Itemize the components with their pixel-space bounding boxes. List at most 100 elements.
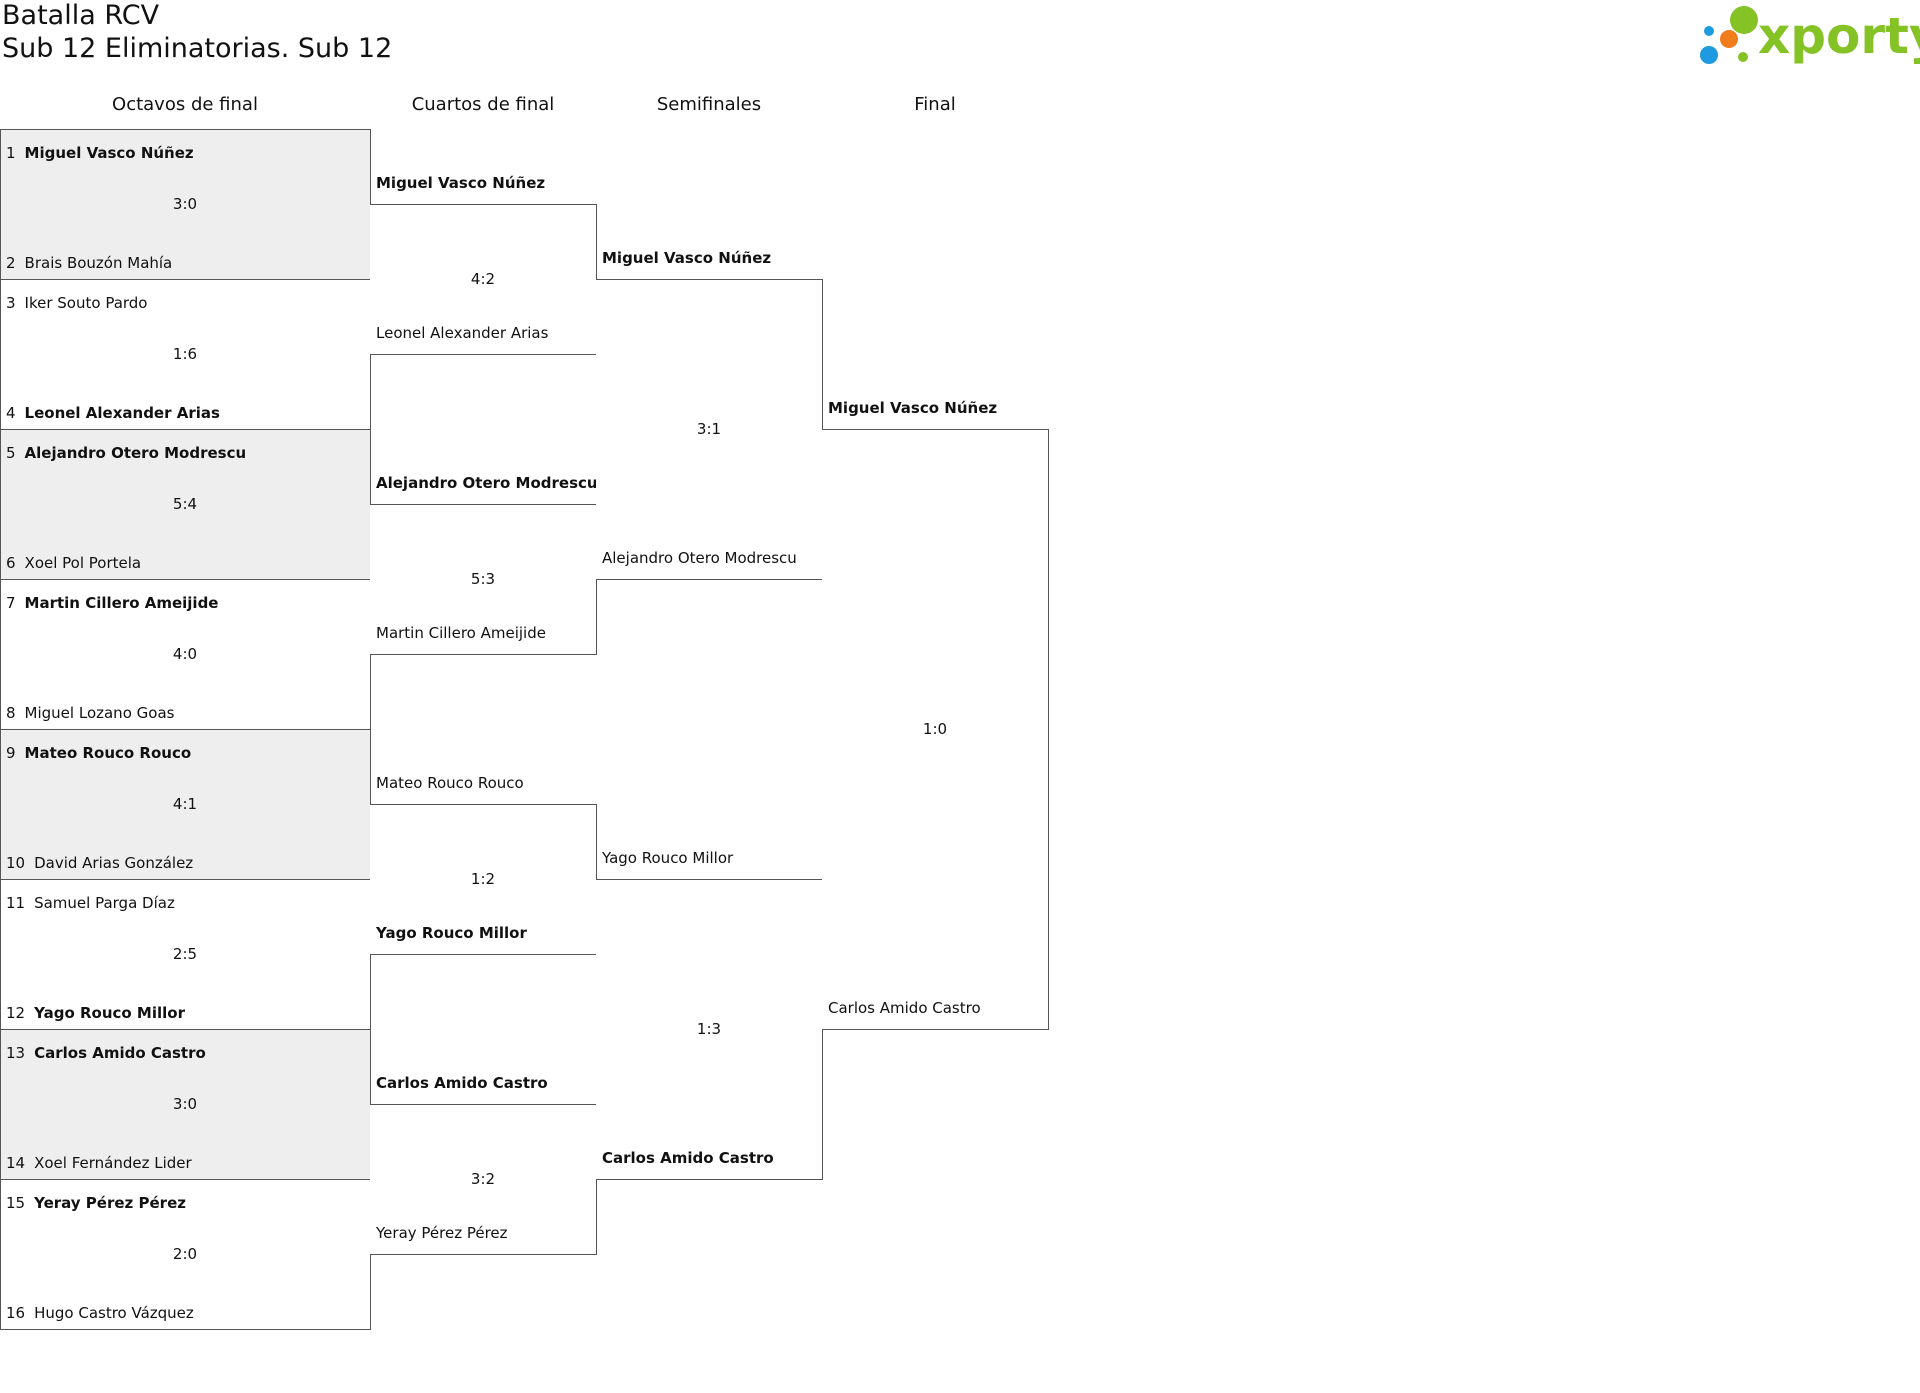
seed-number: 5 bbox=[6, 444, 16, 462]
seed-number: 14 bbox=[6, 1154, 26, 1172]
player-entry[interactable]: 2 Brais Bouzón Mahía bbox=[6, 254, 172, 272]
player-entry[interactable]: 6 Xoel Pol Portela bbox=[6, 554, 141, 572]
player-entry[interactable]: 15 Yeray Pérez Pérez bbox=[6, 1194, 186, 1212]
match-score: 4:1 bbox=[172, 795, 198, 813]
match-score: 3:1 bbox=[696, 420, 722, 438]
player-name: David Arias González bbox=[34, 854, 194, 872]
round-header-octavos: Octavos de final bbox=[112, 94, 258, 115]
player-name: Hugo Castro Vázquez bbox=[34, 1304, 194, 1322]
player-entry[interactable]: 10 David Arias González bbox=[6, 854, 193, 872]
seed-number: 8 bbox=[6, 704, 16, 722]
player-name: Xoel Fernández Lider bbox=[34, 1154, 192, 1172]
match-octavos-4 bbox=[0, 579, 371, 730]
match-score: 5:4 bbox=[172, 495, 198, 513]
player-name: Brais Bouzón Mahía bbox=[24, 254, 173, 272]
match-score: 1:3 bbox=[696, 1020, 722, 1038]
player-name: Alejandro Otero Modrescu bbox=[24, 444, 247, 462]
seed-number: 11 bbox=[6, 894, 26, 912]
seed-number: 15 bbox=[6, 1194, 26, 1212]
player-name[interactable]: Martin Cillero Ameijide bbox=[376, 624, 546, 642]
seed-number: 2 bbox=[6, 254, 16, 272]
seed-number: 6 bbox=[6, 554, 16, 572]
xporty-logo: xporty bbox=[1694, 2, 1920, 72]
tournament-title: Batalla RCV bbox=[2, 0, 160, 31]
round-header-semifinales: Semifinales bbox=[656, 94, 762, 115]
logo-dot-blue-small bbox=[1704, 26, 1714, 36]
player-name[interactable]: Alejandro Otero Modrescu bbox=[602, 549, 797, 567]
match-score: 1:2 bbox=[470, 870, 496, 888]
player-name: Yeray Pérez Pérez bbox=[34, 1194, 186, 1212]
player-name[interactable]: Yeray Pérez Pérez bbox=[376, 1224, 508, 1242]
player-entry[interactable]: 14 Xoel Fernández Lider bbox=[6, 1154, 192, 1172]
bracket-connector-cuartos-2 bbox=[370, 504, 597, 655]
player-entry[interactable]: 7 Martin Cillero Ameijide bbox=[6, 594, 219, 612]
bracket-connector-cuartos-1 bbox=[370, 204, 597, 355]
logo-dot-green bbox=[1730, 6, 1758, 34]
match-score: 3:2 bbox=[470, 1170, 496, 1188]
player-name: Xoel Pol Portela bbox=[24, 554, 142, 572]
player-name[interactable]: Carlos Amido Castro bbox=[828, 999, 981, 1017]
category-subtitle: Sub 12 Eliminatorias. Sub 12 bbox=[2, 33, 393, 64]
player-name: Samuel Parga Díaz bbox=[34, 894, 175, 912]
player-name[interactable]: Yago Rouco Millor bbox=[602, 849, 734, 867]
seed-number: 3 bbox=[6, 294, 16, 312]
player-name[interactable]: Alejandro Otero Modrescu bbox=[376, 474, 598, 492]
player-name[interactable]: Leonel Alexander Arias bbox=[376, 324, 549, 342]
match-score: 4:0 bbox=[172, 645, 198, 663]
bracket-connector-semifinal-1 bbox=[596, 279, 823, 580]
player-name[interactable]: Miguel Vasco Núñez bbox=[602, 249, 772, 267]
match-score: 2:5 bbox=[172, 945, 198, 963]
match-octavos-3 bbox=[0, 429, 371, 580]
match-octavos-5 bbox=[0, 729, 371, 880]
seed-number: 7 bbox=[6, 594, 16, 612]
logo-dot-blue bbox=[1700, 46, 1718, 64]
seed-number: 9 bbox=[6, 744, 16, 762]
player-name: Iker Souto Pardo bbox=[24, 294, 148, 312]
player-name: Miguel Lozano Goas bbox=[24, 704, 175, 722]
match-score: 3:0 bbox=[172, 1095, 198, 1113]
player-entry[interactable]: 13 Carlos Amido Castro bbox=[6, 1044, 206, 1062]
match-score: 2:0 bbox=[172, 1245, 198, 1263]
bracket-connector-cuartos-3 bbox=[370, 804, 597, 955]
player-entry[interactable]: 4 Leonel Alexander Arias bbox=[6, 404, 220, 422]
player-entry[interactable]: 11 Samuel Parga Díaz bbox=[6, 894, 175, 912]
logo-dot-green-small bbox=[1738, 52, 1748, 62]
player-name: Miguel Vasco Núñez bbox=[24, 144, 194, 162]
match-octavos-8 bbox=[0, 1179, 371, 1330]
seed-number: 10 bbox=[6, 854, 26, 872]
player-name[interactable]: Carlos Amido Castro bbox=[602, 1149, 774, 1167]
round-header-final: Final bbox=[914, 94, 956, 115]
match-octavos-1 bbox=[0, 129, 371, 280]
seed-number: 16 bbox=[6, 1304, 26, 1322]
round-header-cuartos: Cuartos de final bbox=[411, 94, 555, 115]
match-score: 1:0 bbox=[922, 720, 948, 738]
player-name[interactable]: Mateo Rouco Rouco bbox=[376, 774, 524, 792]
logo-dot-orange bbox=[1720, 30, 1738, 48]
match-score: 5:3 bbox=[470, 570, 496, 588]
seed-number: 4 bbox=[6, 404, 16, 422]
player-name[interactable]: Yago Rouco Millor bbox=[376, 924, 527, 942]
match-score: 1:6 bbox=[172, 345, 198, 363]
bracket-connector-final-1 bbox=[822, 429, 1049, 1030]
player-name[interactable]: Miguel Vasco Núñez bbox=[376, 174, 546, 192]
player-name[interactable]: Carlos Amido Castro bbox=[376, 1074, 548, 1092]
player-name: Leonel Alexander Arias bbox=[24, 404, 220, 422]
player-entry[interactable]: 3 Iker Souto Pardo bbox=[6, 294, 147, 312]
player-entry[interactable]: 8 Miguel Lozano Goas bbox=[6, 704, 174, 722]
player-name: Mateo Rouco Rouco bbox=[24, 744, 192, 762]
player-entry[interactable]: 5 Alejandro Otero Modrescu bbox=[6, 444, 246, 462]
seed-number: 13 bbox=[6, 1044, 26, 1062]
player-name: Carlos Amido Castro bbox=[34, 1044, 206, 1062]
player-name[interactable]: Miguel Vasco Núñez bbox=[828, 399, 998, 417]
player-entry[interactable]: 9 Mateo Rouco Rouco bbox=[6, 744, 191, 762]
bracket-connector-cuartos-4 bbox=[370, 1104, 597, 1255]
match-octavos-6 bbox=[0, 879, 371, 1030]
player-entry[interactable]: 16 Hugo Castro Vázquez bbox=[6, 1304, 194, 1322]
match-score: 3:0 bbox=[172, 195, 198, 213]
player-name: Martin Cillero Ameijide bbox=[24, 594, 219, 612]
seed-number: 12 bbox=[6, 1004, 26, 1022]
match-score: 4:2 bbox=[470, 270, 496, 288]
match-octavos-7 bbox=[0, 1029, 371, 1180]
